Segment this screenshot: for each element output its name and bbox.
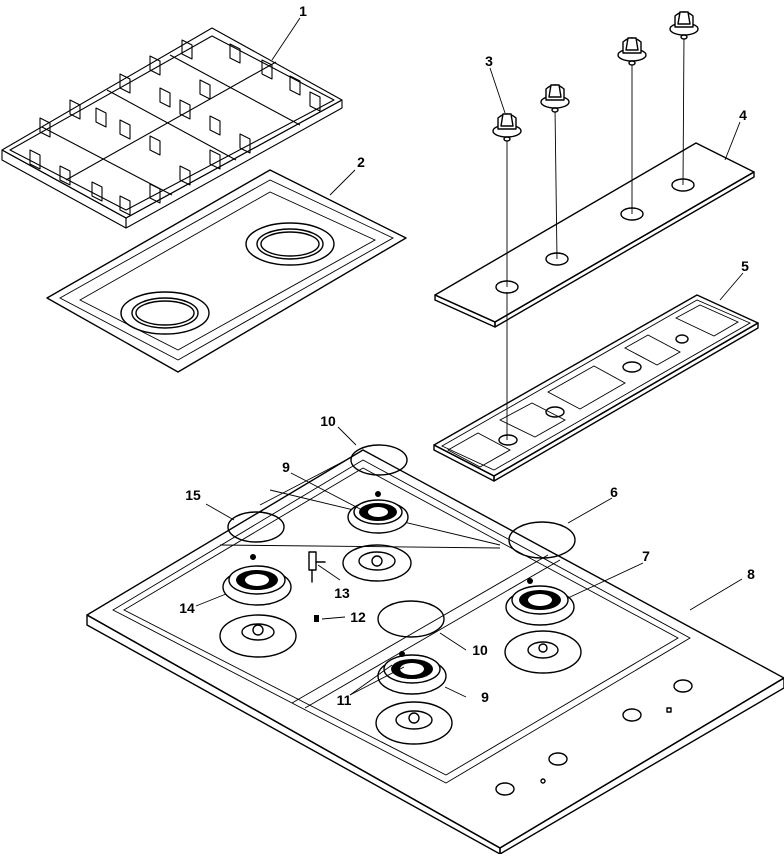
burner-cap-right (508, 521, 576, 559)
callout-10-front: 10 (472, 642, 488, 658)
callout-7: 7 (642, 548, 650, 564)
cooktop-main-top (86, 449, 784, 855)
callout-14: 14 (179, 600, 195, 616)
callout-labels: 1 2 3 4 5 6 7 8 9 9 10 10 11 12 13 14 15 (179, 3, 755, 708)
callout-8: 8 (747, 566, 755, 582)
callout-10-rear: 10 (320, 413, 336, 429)
burner-head-right (505, 578, 575, 626)
callout-12: 12 (350, 609, 366, 625)
burner-base-left (219, 614, 297, 658)
callout-5: 5 (741, 258, 749, 274)
callout-9-rear: 9 (282, 459, 290, 475)
callout-15: 15 (185, 487, 201, 503)
control-panel-gasket (433, 294, 759, 482)
burner-base-rear-left (342, 544, 412, 582)
burner-base-right (504, 630, 582, 674)
callout-2: 2 (357, 154, 365, 170)
burner-bowl-pan (46, 169, 407, 373)
burner-cap-front (377, 600, 445, 638)
burner-base-front (375, 701, 453, 745)
callout-6: 6 (610, 484, 618, 500)
burner-head-left (222, 554, 292, 606)
control-knob-holes (495, 679, 693, 796)
callout-3: 3 (485, 53, 493, 69)
control-knobs (492, 11, 699, 440)
screw (314, 615, 319, 622)
callout-9-front: 9 (481, 689, 489, 705)
callout-13: 13 (334, 585, 350, 601)
callout-4: 4 (739, 107, 747, 123)
burner-grate (1, 27, 343, 229)
igniter-electrode (308, 551, 326, 583)
burner-cap-left (227, 511, 285, 543)
callout-11: 11 (337, 692, 352, 708)
burner-head-front (377, 651, 447, 695)
burner-head-rear-left (347, 491, 409, 534)
burner-cap-rear (350, 444, 408, 476)
callout-1: 1 (299, 3, 307, 19)
leader-lines (195, 17, 744, 698)
